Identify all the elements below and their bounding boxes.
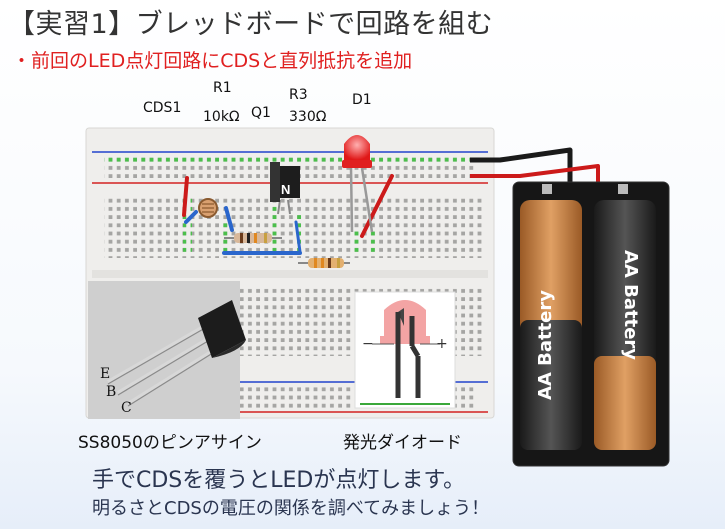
caption-pinout: SS8050のピンアサイン xyxy=(78,433,262,453)
transistor-q1: N xyxy=(270,162,300,215)
instruction-line-2: 明るさとCDSの電圧の関係を調べてみましょう！ xyxy=(92,498,490,519)
label-r1: R1 xyxy=(213,80,232,96)
jumper-wires xyxy=(182,174,394,255)
label-d1: D1 xyxy=(352,92,372,108)
led-plus-label: + xyxy=(436,336,448,352)
transistor-photo: E B C xyxy=(88,281,246,419)
label-r3: R3 xyxy=(289,87,308,103)
battery-wires xyxy=(470,147,600,190)
battery-label-right: AA Battery xyxy=(620,250,641,360)
pin-label-c: C xyxy=(121,400,132,416)
cds-sensor xyxy=(198,198,218,218)
page-subtitle: ・前回のLED点灯回路にCDSと直列抵抗を追加 xyxy=(12,50,413,72)
resistor-r3 xyxy=(298,258,350,268)
transistor-mark: N xyxy=(281,182,290,197)
page-title: 【実習1】ブレッドボードで回路を組む xyxy=(8,9,494,40)
instruction-line-1: 手でCDSを覆うとLEDが点灯します。 xyxy=(92,468,466,493)
resistor-r1 xyxy=(224,233,282,243)
label-r1-value: 10kΩ xyxy=(203,109,240,125)
led-minus-label: − xyxy=(362,336,374,352)
battery-label-left: AA Battery xyxy=(535,290,556,400)
led-d1 xyxy=(342,135,374,233)
label-q1: Q1 xyxy=(251,105,271,121)
caption-led: 発光ダイオード xyxy=(343,433,462,453)
pin-label-e: E xyxy=(100,366,110,382)
led-diagram: − + xyxy=(354,291,456,409)
label-cds1: CDS1 xyxy=(143,100,182,116)
pin-label-b: B xyxy=(106,384,116,400)
battery-holder: AA Battery AA Battery xyxy=(512,181,670,467)
label-r3-value: 330Ω xyxy=(289,109,327,125)
